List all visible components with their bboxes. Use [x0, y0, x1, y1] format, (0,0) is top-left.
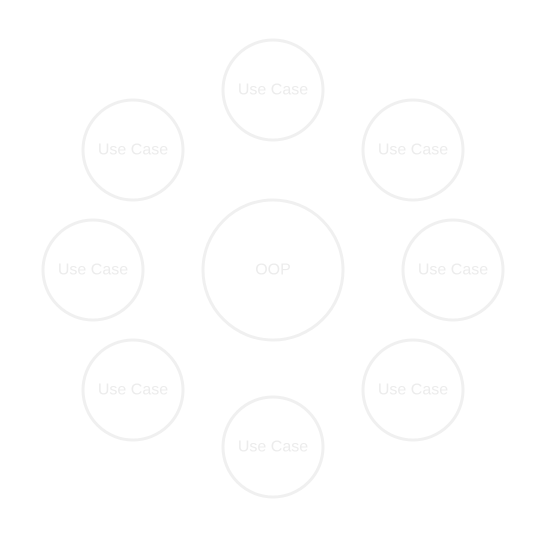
center-node: OOP: [201, 198, 345, 342]
use-case-label: Use Case: [378, 382, 448, 399]
use-case-circle: [221, 395, 325, 499]
use-case-label: Use Case: [238, 82, 308, 99]
use-case-circle: [81, 98, 185, 202]
use-case-node-bottom: Use Case: [221, 395, 325, 499]
use-case-node-top: Use Case: [221, 38, 325, 142]
use-case-node-left: Use Case: [41, 218, 145, 322]
use-case-node-bottom-right: Use Case: [361, 338, 465, 442]
use-case-circle: [361, 98, 465, 202]
use-case-label: Use Case: [418, 262, 488, 279]
center-label: OOP: [255, 262, 291, 279]
use-case-circle: [81, 338, 185, 442]
use-case-circle: [221, 38, 325, 142]
center-circle: [201, 198, 345, 342]
use-case-label: Use Case: [238, 439, 308, 456]
use-case-circle: [361, 338, 465, 442]
use-case-node-top-right: Use Case: [361, 98, 465, 202]
use-case-label: Use Case: [98, 382, 168, 399]
use-case-label: Use Case: [378, 142, 448, 159]
use-case-node-bottom-left: Use Case: [81, 338, 185, 442]
use-case-circle: [401, 218, 505, 322]
use-case-circle: [41, 218, 145, 322]
use-case-label: Use Case: [98, 142, 168, 159]
use-case-node-top-left: Use Case: [81, 98, 185, 202]
use-case-node-right: Use Case: [401, 218, 505, 322]
use-case-label: Use Case: [58, 262, 128, 279]
